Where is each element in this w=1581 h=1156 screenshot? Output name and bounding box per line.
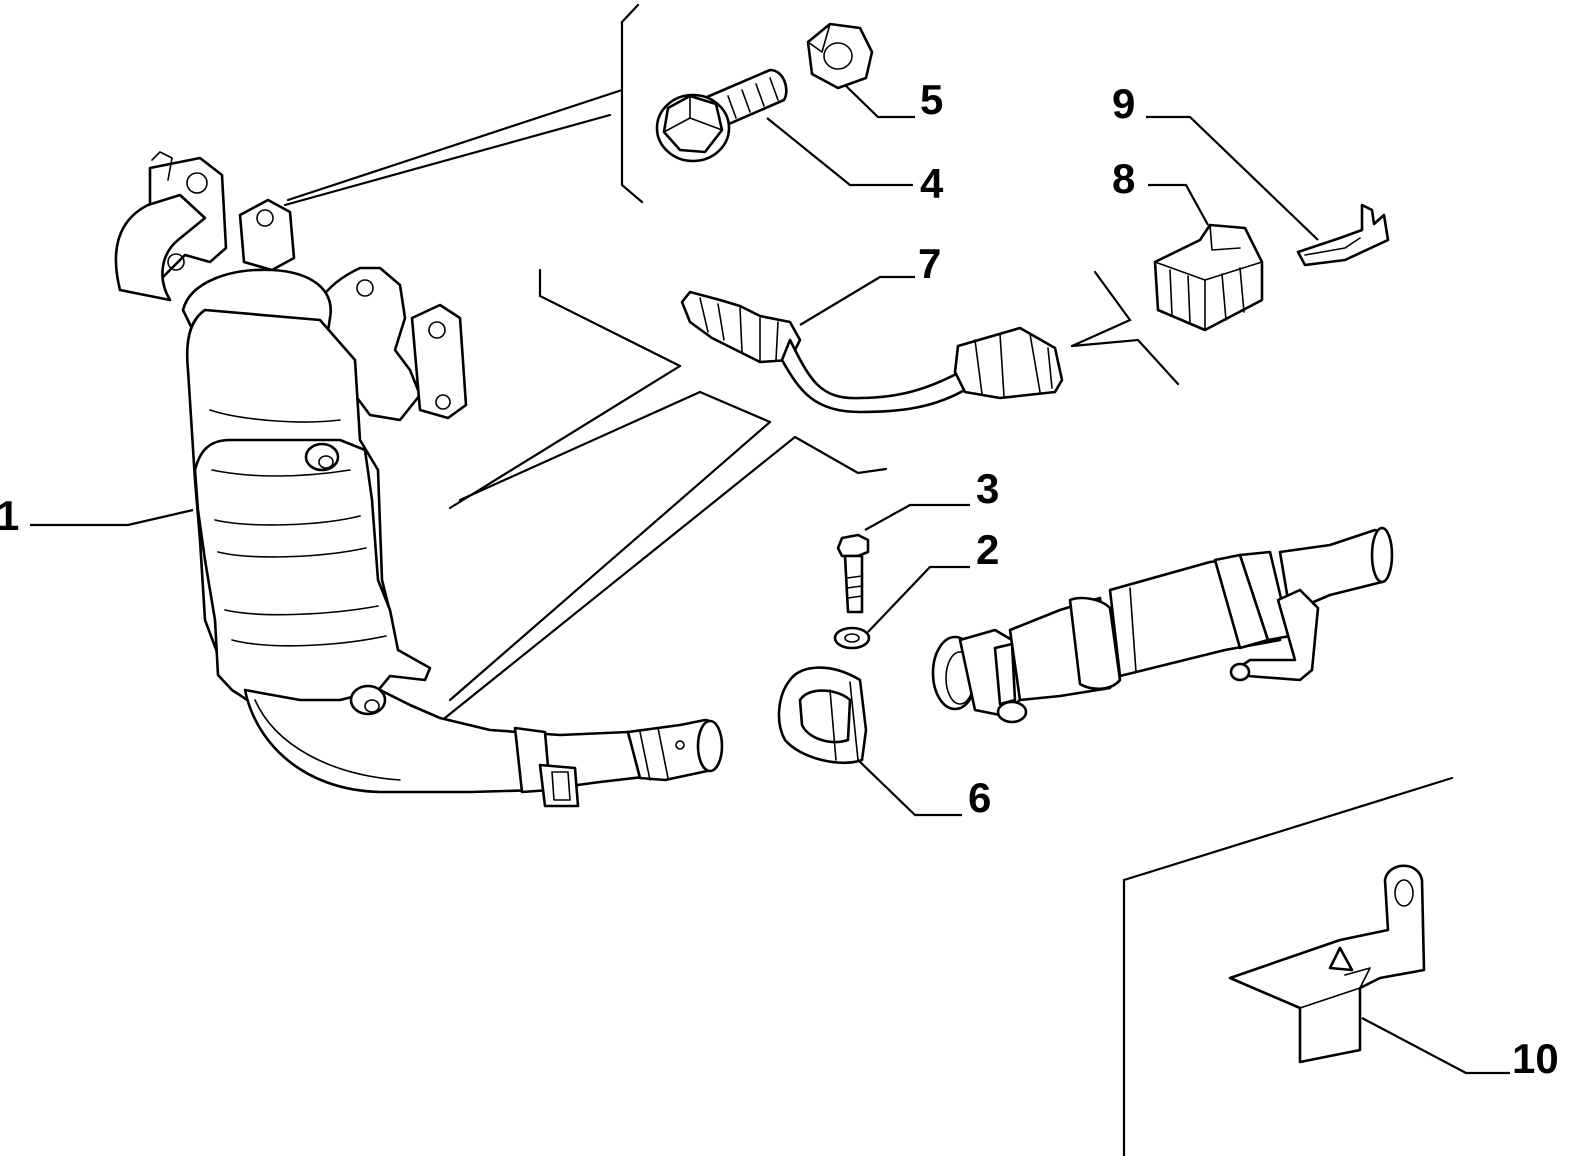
leader-lines bbox=[30, 84, 1510, 1075]
detail-frame-lines bbox=[283, 3, 888, 732]
oxygen-sensor bbox=[680, 270, 1180, 414]
callout-5: 5 bbox=[920, 76, 943, 123]
hex-nut bbox=[806, 22, 874, 90]
callout-1: 1 bbox=[0, 492, 19, 539]
inset-frame bbox=[1122, 776, 1454, 1156]
clamp-saddle bbox=[777, 666, 868, 765]
callout-3: 3 bbox=[976, 465, 999, 512]
mounting-bracket bbox=[1228, 864, 1426, 1064]
terminal-contact bbox=[1296, 203, 1390, 267]
callout-2: 2 bbox=[976, 526, 999, 573]
connector-housing bbox=[1153, 223, 1264, 332]
washer bbox=[833, 626, 871, 650]
callout-10: 10 bbox=[1512, 1035, 1559, 1082]
callout-7: 7 bbox=[918, 240, 941, 287]
callout-8: 8 bbox=[1112, 155, 1135, 202]
callout-labels: 1 2 3 4 5 6 7 8 9 10 bbox=[0, 76, 1559, 1082]
exhaust-manifold-catalyst bbox=[114, 151, 724, 808]
small-bolt bbox=[836, 533, 870, 614]
callout-4: 4 bbox=[920, 160, 944, 207]
intermediate-pipe bbox=[931, 526, 1394, 724]
flange-bolt bbox=[655, 68, 788, 163]
callout-6: 6 bbox=[968, 774, 991, 821]
callout-9: 9 bbox=[1112, 80, 1135, 127]
